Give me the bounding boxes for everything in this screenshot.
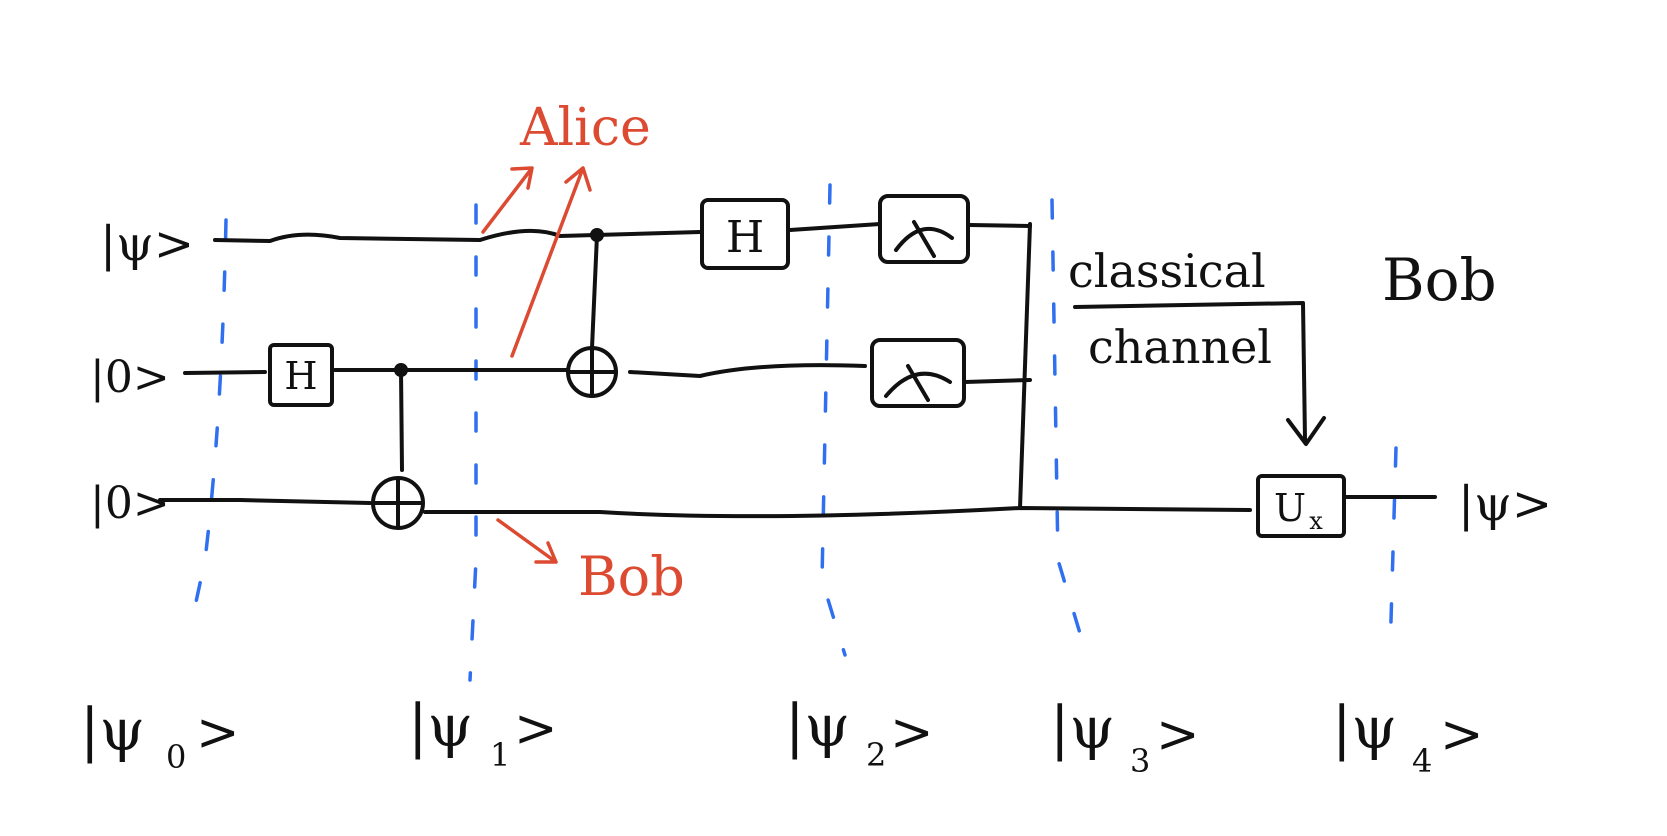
- channel-line2: channel: [1088, 320, 1272, 374]
- state-psi3: |ψ 3 >: [1050, 694, 1200, 780]
- alice-annotation: Alice: [481, 98, 651, 358]
- state-psi3-sub: 3: [1130, 742, 1150, 780]
- state-psi1-main: |ψ: [408, 692, 473, 760]
- input-q2-label: |0>: [90, 478, 170, 529]
- wire-q0: [213, 228, 702, 243]
- state-psi0-main: |ψ: [80, 696, 145, 764]
- ux-gate: U x: [1256, 474, 1346, 538]
- state-psi3-close: >: [1156, 705, 1200, 765]
- cnot-1: [371, 363, 425, 530]
- h-gate-q1: H: [268, 343, 334, 407]
- slice-psi1: [468, 203, 478, 682]
- state-psi3-main: |ψ: [1050, 694, 1115, 762]
- measure-q1: [870, 338, 966, 408]
- slice-psi3: [1050, 198, 1087, 652]
- channel-line1: classical: [1068, 244, 1266, 298]
- wire-q0-out: [968, 223, 1032, 228]
- alice-label: Alice: [519, 98, 651, 158]
- ux-gate-box: [1256, 474, 1346, 538]
- bob-red-annotation: Bob: [496, 518, 685, 608]
- cnot-2: [566, 228, 618, 398]
- state-psi1: |ψ 1 >: [408, 692, 558, 774]
- measure-q1-needle: [906, 364, 930, 402]
- state-psi4-sub: 4: [1412, 742, 1432, 780]
- output-label: |ψ>: [1458, 476, 1552, 532]
- state-psi0-sub: 0: [166, 738, 186, 776]
- state-psi4-close: >: [1440, 705, 1484, 765]
- wire-q1: [183, 370, 267, 375]
- measure-q0-arc: [894, 227, 954, 252]
- state-psi2: |ψ 2 >: [785, 692, 934, 774]
- measure-q1-arc: [884, 371, 952, 398]
- wire-q0-mid: [788, 222, 882, 232]
- wire-q2-b: [423, 506, 1252, 519]
- classical-vertical: [1018, 222, 1032, 510]
- measure-q0: [878, 194, 970, 264]
- h-gate-q0-label: H: [726, 212, 764, 263]
- state-psi2-main: |ψ: [785, 692, 850, 760]
- bob-red-label: Bob: [578, 545, 685, 608]
- h-gate-q1-box: [268, 343, 334, 407]
- input-q1-label: |0>: [90, 352, 170, 403]
- qubit-wires: [158, 222, 1437, 519]
- state-psi1-close: >: [514, 699, 558, 759]
- bob-red-arrow: [496, 518, 558, 564]
- ux-gate-label: U: [1274, 486, 1306, 530]
- h-gate-q0: H: [700, 198, 790, 270]
- cnot-2-connector: [590, 233, 599, 350]
- ux-gate-subscript: x: [1309, 507, 1323, 535]
- bob-label: Bob: [1382, 246, 1497, 314]
- slice-psi0: [188, 218, 228, 632]
- state-psi0-close: >: [196, 703, 240, 763]
- classical-arrow: [1073, 301, 1326, 446]
- h-gate-q1-label: H: [284, 354, 317, 398]
- cnot-2-plus: [566, 346, 618, 398]
- state-psi2-close: >: [890, 703, 934, 763]
- state-psi0: |ψ 0 >: [80, 696, 240, 776]
- wire-q2: [158, 498, 372, 505]
- time-slice-markers: [188, 183, 1398, 682]
- alice-arrow-1: [481, 166, 534, 234]
- input-q0-label: |ψ>: [100, 216, 194, 272]
- wire-q1-out: [963, 378, 1032, 384]
- state-psi4: |ψ 4 >: [1332, 694, 1484, 780]
- state-psi2-sub: 2: [866, 736, 886, 774]
- state-psi1-sub: 1: [490, 736, 510, 774]
- alice-arrow-2: [510, 166, 592, 358]
- cnot-1-connector: [399, 368, 404, 472]
- state-psi4-main: |ψ: [1332, 694, 1397, 762]
- measure-q0-needle: [912, 220, 936, 258]
- slice-psi4: [1388, 446, 1398, 657]
- h-gate-q0-box: [700, 198, 790, 270]
- slice-psi2: [820, 183, 847, 657]
- cnot-1-plus: [372, 477, 424, 529]
- wire-q1-c: [628, 363, 867, 378]
